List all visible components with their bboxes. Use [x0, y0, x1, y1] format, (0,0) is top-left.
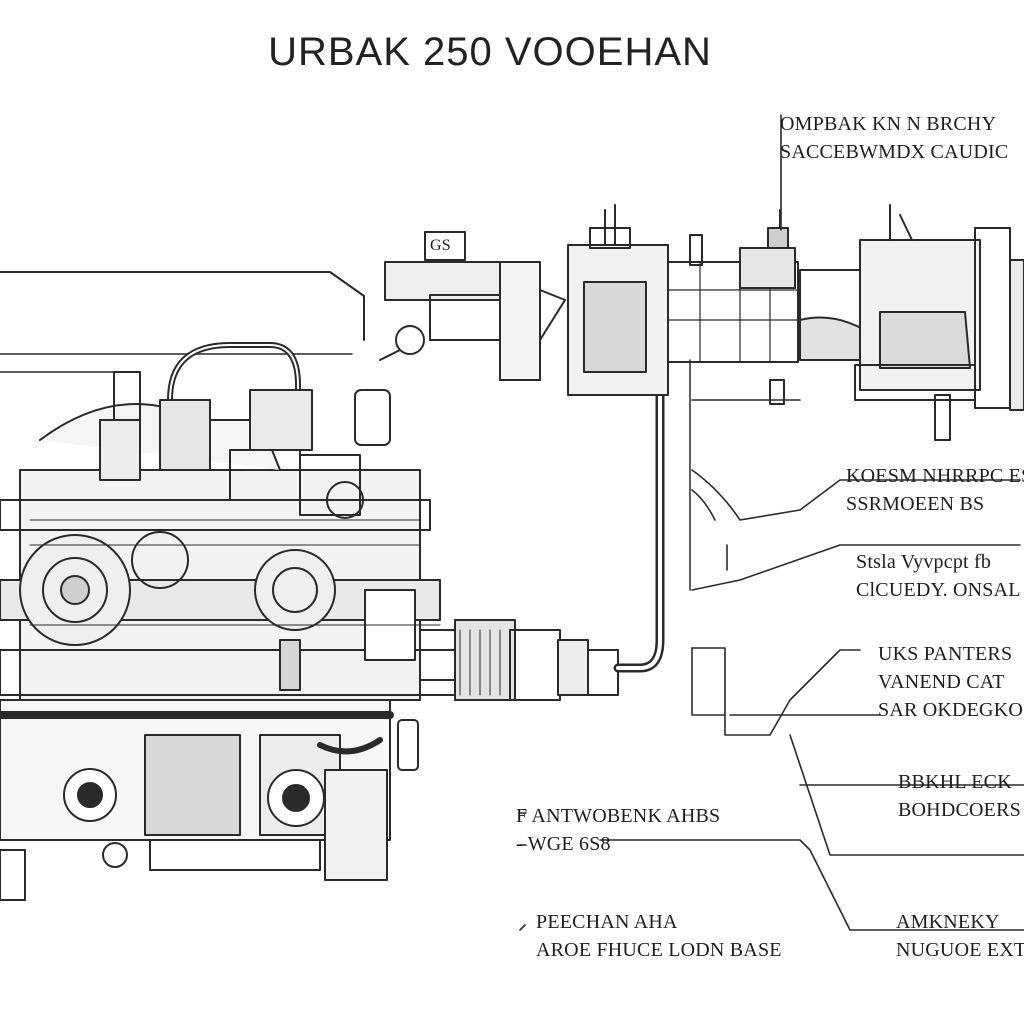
callout-line: SSRMOEEN BS: [846, 493, 985, 515]
callout-line: SACCEBWMDX CAUDIC: [780, 141, 1009, 163]
callout-line: AMKNEKY: [896, 911, 1000, 933]
small-tag: GS: [430, 237, 451, 254]
diagram-title: URBAK 250 VOOEHAN: [268, 30, 712, 74]
callout-line: NUGUOE EXT: [896, 939, 1024, 961]
callout-top-right: OMPBAK KN N BRCHY SACCEBWMDX CAUDIC: [780, 110, 1008, 166]
transmission-assembly: [379, 204, 1024, 591]
callout-line: KOESM NHRRPC ESS: [846, 465, 1024, 487]
callout-line: ClCUEDY. ONSAL: [856, 579, 1021, 601]
callout-line: - WGE 6S8: [516, 833, 611, 855]
callout-line: AROE FHUCE LODN BASE: [536, 939, 782, 961]
callout-right-4: BBKHL ECK BOHDCOERS: [898, 768, 1021, 824]
callout-line: UKS PANTERS: [878, 643, 1013, 665]
callout-right-3: UKS PANTERS VANEND CAT SAR OKDEGKO: [878, 640, 1023, 724]
callout-leaders: [519, 114, 1024, 931]
callout-bottom-2: PEECHAN AHA AROE FHUCE LODN BASE: [536, 908, 782, 964]
callout-line: F ANTWOBENK AHBS: [516, 805, 721, 827]
callout-line: Stsla Vyvpcpt fb: [856, 551, 992, 573]
callout-right-1: KOESM NHRRPC ESS SSRMOEEN BS: [846, 462, 1024, 518]
callout-bottom-1: F ANTWOBENK AHBS - WGE 6S8: [516, 802, 720, 858]
callout-line: BOHDCOERS: [898, 799, 1021, 821]
main-engine-block: [0, 271, 619, 901]
callout-line: OMPBAK KN N BRCHY: [780, 113, 997, 135]
callout-line: VANEND CAT: [878, 671, 1005, 693]
callout-right-2: Stsla Vyvpcpt fb ClCUEDY. ONSAL: [856, 548, 1021, 604]
callout-line: SAR OKDEGKO: [878, 699, 1023, 721]
callout-line: PEECHAN AHA: [536, 911, 678, 933]
callout-right-5: AMKNEKY NUGUOE EXT: [896, 908, 1024, 964]
callout-line: BBKHL ECK: [898, 771, 1012, 793]
